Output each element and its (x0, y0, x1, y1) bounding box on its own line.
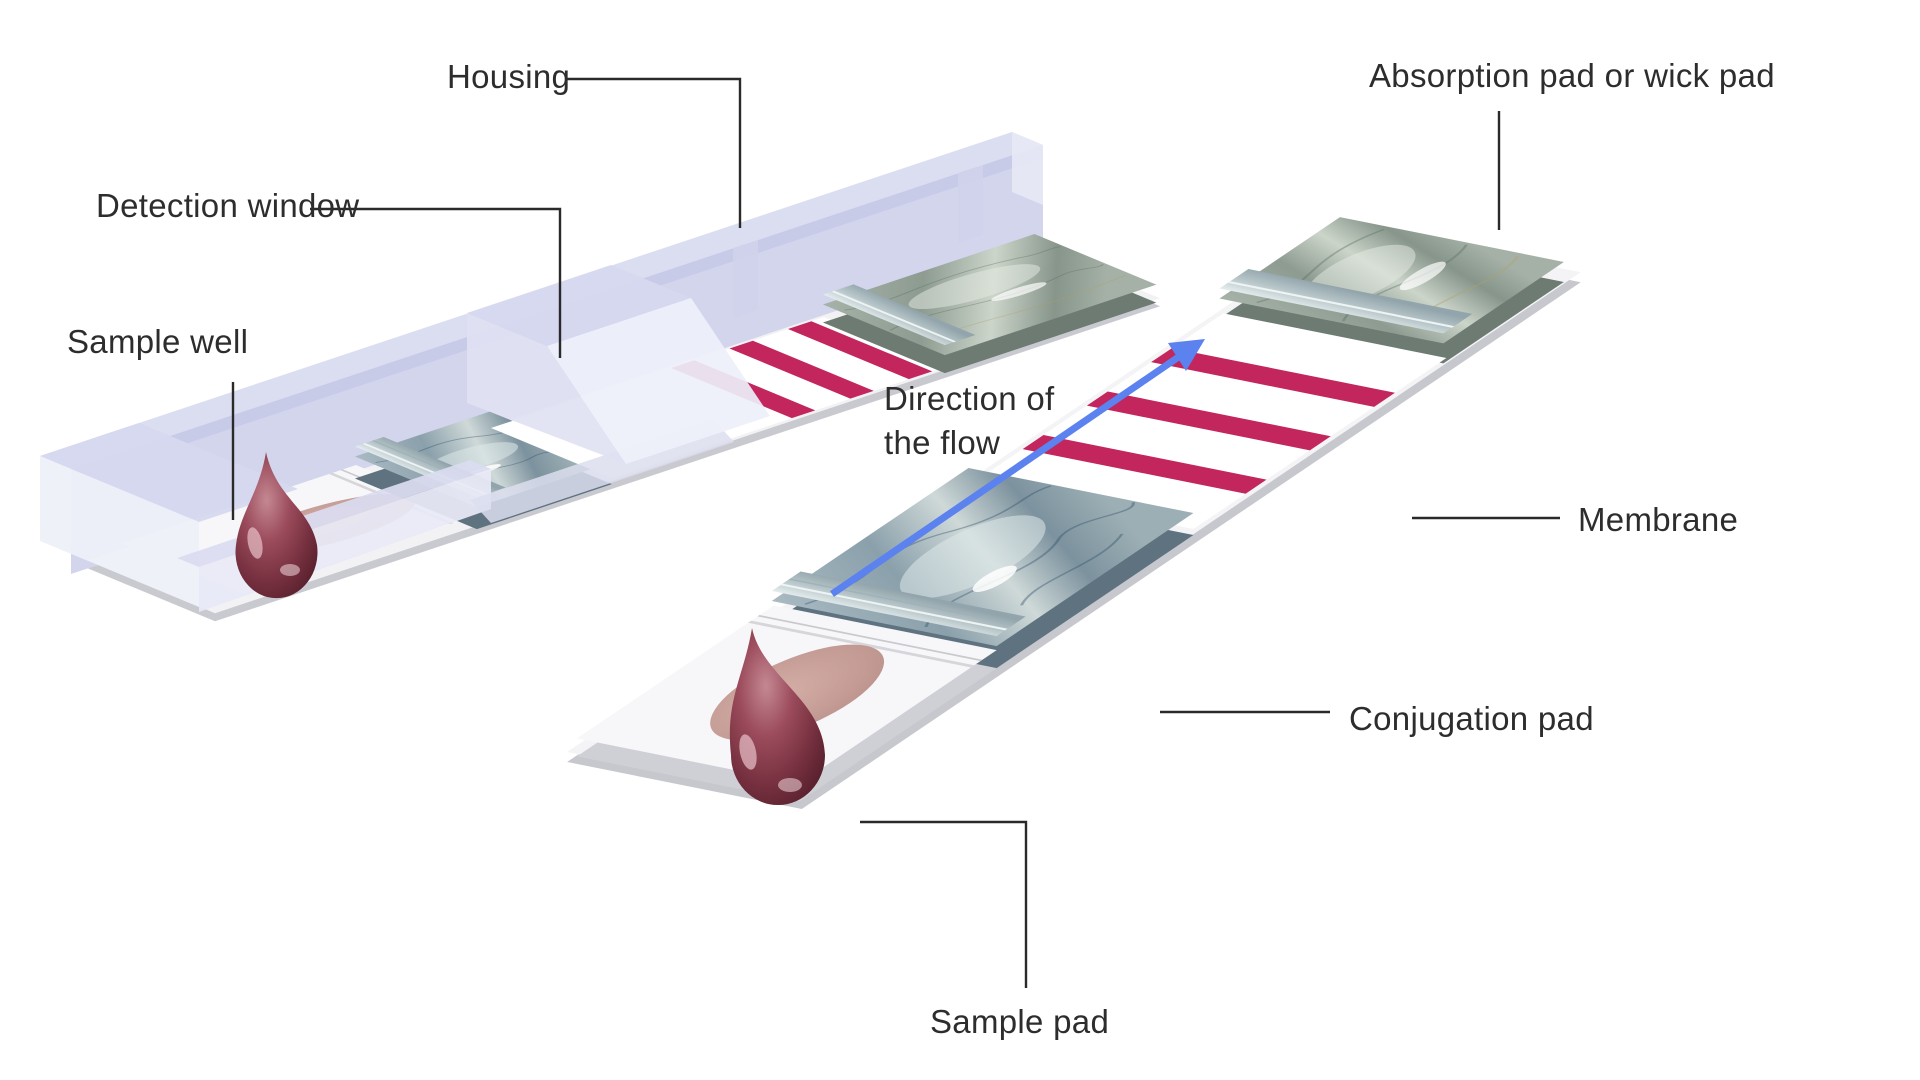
strip-test-line-2 (1086, 391, 1331, 451)
strip-test-line-3 (1151, 348, 1395, 407)
sample-drop-right (729, 628, 825, 806)
sample-pad-leader-line (860, 820, 1028, 988)
sample-pad-label: Sample pad (930, 1003, 1110, 1040)
cassette-absorption-ridge (822, 284, 976, 346)
flow-direction-label: Direction of the flow (884, 380, 1055, 461)
housing-left-end-cap (40, 456, 199, 607)
housing-right-end-cap (1012, 132, 1043, 205)
bare-test-strip (567, 217, 1581, 810)
cassette-test-line-3 (788, 321, 933, 380)
cassette-test-line-2 (729, 340, 874, 399)
flow-arrow-shaft (830, 353, 1182, 597)
strip-membrane (970, 313, 1447, 530)
absorption-pad-label: Absorption pad or wick pad (1369, 57, 1775, 94)
detection-window-face (547, 298, 770, 464)
detection-window-leader-line (310, 207, 562, 358)
housing-mid-block-left-face (467, 313, 626, 464)
sample-drop-left (235, 452, 318, 599)
flow-arrow (830, 339, 1205, 597)
housing-leader-line (567, 77, 742, 228)
housing-label: Housing (447, 58, 571, 95)
flow-arrow-head (1168, 339, 1205, 371)
housing-leg-2 (958, 165, 983, 243)
sample-well-label: Sample well (67, 323, 249, 360)
strip-absorption-ridge (1219, 268, 1473, 334)
strip-absorption-pad (1219, 217, 1564, 344)
cassette-with-housing (40, 132, 1161, 622)
housing-shell (40, 132, 1043, 612)
strip-test-line-1 (1022, 434, 1267, 494)
detection-window-label: Detection window (96, 187, 360, 224)
membrane-label: Membrane (1578, 501, 1739, 538)
housing-mid-block-top (467, 265, 691, 346)
housing-leg-1 (733, 240, 758, 318)
conjugation-pad-label: Conjugation pad (1349, 700, 1594, 737)
